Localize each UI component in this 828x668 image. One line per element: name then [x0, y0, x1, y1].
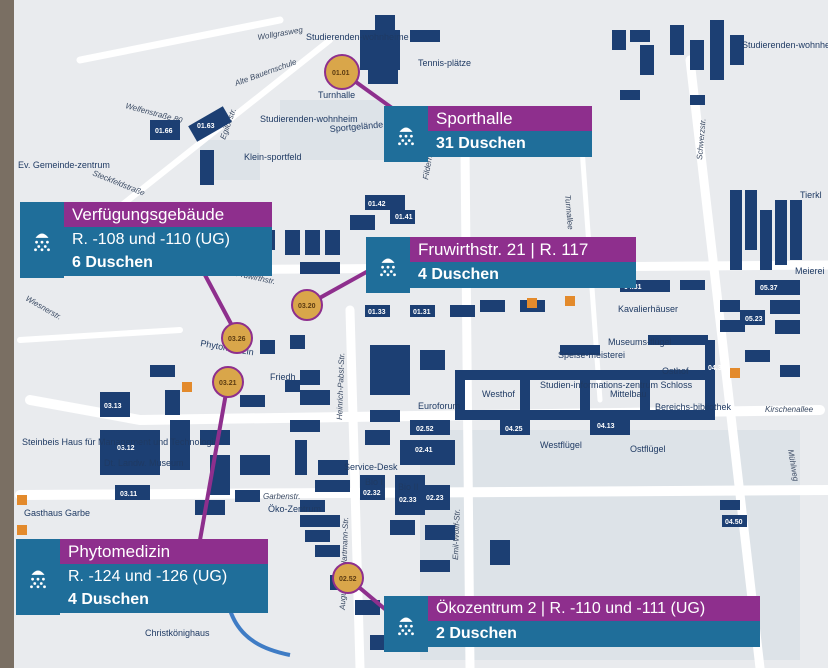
callout-fruwirth-count: 4 Duschen	[410, 262, 636, 288]
bld-04-24: 04.25	[505, 426, 523, 433]
bld-02-71: 02.52	[416, 426, 434, 433]
buildings	[100, 15, 802, 650]
label-tennisplaetze: Tennis-plätze	[418, 58, 471, 68]
bld-03-13: 03.13	[104, 403, 122, 410]
left-edge-strip	[0, 0, 14, 668]
pin-verfuegungsgebaeude[interactable]: 03.26	[221, 322, 253, 354]
callout-sporthalle-title: Sporthalle	[428, 106, 592, 131]
shower-icon	[20, 202, 64, 278]
callout-verfuegungsgebaeude-title: Verfügungsgebäude	[64, 202, 272, 227]
label-steinbeis: Steinbeis Haus für Management und Techno…	[22, 437, 218, 447]
label-euroforum: Euroforum	[418, 401, 460, 411]
shower-icon	[366, 237, 410, 293]
shower-icon	[384, 596, 428, 652]
label-meierei: Meierei	[795, 266, 825, 276]
label-kavalierhaeuser: Kavalierhäuser	[618, 304, 678, 314]
label-turnhalle: Turnhalle	[318, 90, 355, 100]
callout-phytomedizin[interactable]: Phytomedizin R. -124 und -126 (UG) 4 Dus…	[16, 539, 268, 615]
bld-01-41: 01.41	[395, 214, 413, 221]
street-kirschenallee: Kirschenallee	[765, 405, 814, 414]
label-oekozentrum-map: Öko-Zentrum	[268, 504, 321, 514]
label-studieninfo: Studien-informations-zentrum Schloss	[540, 380, 693, 390]
pin-fruwirth[interactable]: 03.20	[291, 289, 323, 321]
callout-phytomedizin-room: R. -124 und -126 (UG)	[60, 564, 268, 587]
label-museumsfluegel: Museums-flügel	[608, 337, 672, 347]
label-gasthaus: Gasthaus Garbe	[24, 508, 90, 518]
pin-phytomedizin[interactable]: 03.21	[212, 366, 244, 398]
bld-03-12: 03.12	[117, 445, 135, 452]
callout-oekozentrum-title: Ökozentrum 2 | R. -110 und -111 (UG)	[428, 596, 760, 621]
callout-fruwirth[interactable]: Fruwirthstr. 21 | R. 117 4 Duschen	[366, 237, 636, 293]
bld-02-31: 02.33	[399, 497, 417, 504]
bld-04-53: 04.50	[725, 519, 743, 526]
label-westfluegel: Westflügel	[540, 440, 582, 450]
bld-05-37: 05.37	[760, 285, 778, 292]
label-studierenden-right: Studierenden-wohnheime	[742, 40, 828, 50]
bld-03-11: 03.11	[120, 491, 137, 498]
shower-location-pins[interactable]: 01.01 03.26 03.20 03.21 02.52	[212, 54, 364, 594]
bld-02-33: 02.23	[426, 495, 444, 502]
svg-text:03.21: 03.21	[219, 380, 237, 387]
svg-text:01.01: 01.01	[332, 70, 350, 77]
water	[228, 609, 291, 657]
label-bio1: Bio I	[365, 477, 383, 487]
label-bio2: Bio II	[398, 482, 419, 492]
label-gemeindezentrum: Ev. Gemeinde-zentrum	[18, 160, 110, 170]
callout-verfuegungsgebaeude[interactable]: Verfügungsgebäude R. -108 und -110 (UG) …	[20, 202, 272, 278]
label-tierklinik: Tierkl	[800, 190, 822, 200]
pin-oekozentrum[interactable]: 02.52	[332, 562, 364, 594]
bld-01-66: 01.66	[155, 128, 173, 135]
label-osthof: Osthof	[662, 366, 689, 376]
transit-markers	[17, 296, 740, 535]
label-christkoenig: Christkönighaus	[145, 628, 210, 638]
callout-verfuegungsgebaeude-room: R. -108 und -110 (UG)	[64, 227, 272, 250]
label-landw-museum: Dt. Landw. Museum	[104, 458, 184, 468]
street-turmallee: Turmallee	[563, 194, 575, 230]
label-sportgelaende: Sportgelände	[329, 119, 383, 134]
bld-01-33: 01.31	[413, 309, 431, 316]
label-ostfluegel: Ostflügel	[630, 444, 666, 454]
label-bereichsbibliothek: Bereichs-bibliothek	[655, 402, 732, 412]
bld-02-78: 02.41	[415, 447, 433, 454]
pin-sporthalle[interactable]: 01.01	[324, 54, 360, 90]
bld-01-35: 01.33	[368, 309, 386, 316]
callout-sporthalle-count: 31 Duschen	[428, 131, 592, 157]
label-studierenden-top: Studierenden-wohnheime	[306, 32, 409, 42]
label-friedhof: Friedh	[270, 372, 296, 382]
svg-text:02.52: 02.52	[339, 576, 357, 583]
bld-01-63: 01.63	[197, 123, 215, 130]
label-speisemeisterei: Speise-meisterei	[558, 350, 625, 360]
label-kleinsportfeld: Klein-sportfeld	[244, 152, 302, 162]
street-emil-wolff: Emil-Wolff-Str.	[451, 509, 462, 561]
shower-icon	[16, 539, 60, 615]
callout-oekozentrum-count: 2 Duschen	[428, 621, 760, 647]
bld-01-43: 01.42	[368, 201, 386, 208]
bld-02-21: 02.32	[363, 490, 381, 497]
street-heinrich-pabst: Heinrich-Pabst-Str.	[335, 353, 346, 421]
svg-text:03.20: 03.20	[298, 303, 316, 310]
callout-oekozentrum[interactable]: Ökozentrum 2 | R. -110 und -111 (UG) 2 D…	[384, 596, 760, 652]
callout-phytomedizin-title: Phytomedizin	[60, 539, 268, 564]
svg-text:03.26: 03.26	[228, 336, 246, 343]
label-service-desk: Service-Desk	[344, 462, 398, 472]
street-schwerzstr: Schwerzstr.	[695, 118, 708, 160]
street-garbenstr: Garbenstr.	[263, 492, 301, 501]
bld-05-23: 05.23	[745, 316, 763, 323]
callout-sporthalle[interactable]: Sporthalle 31 Duschen	[384, 106, 592, 162]
callout-fruwirth-title: Fruwirthstr. 21 | R. 117	[410, 237, 636, 262]
building-numbers: 01.63 01.66 01.42 01.41 01.33 01.31 04.3…	[104, 123, 778, 526]
bld-04-33: 04.36	[708, 365, 726, 372]
label-mittelbau: Mittelbau	[610, 389, 647, 399]
bld-04-11: 04.13	[597, 423, 615, 430]
shower-icon	[384, 106, 428, 162]
label-westhof: Westhof	[482, 389, 515, 399]
callout-phytomedizin-count: 4 Duschen	[60, 587, 268, 613]
label-studierenden-mid: Studierenden-wohnheim	[260, 114, 358, 124]
callout-verfuegungsgebaeude-count: 6 Duschen	[64, 250, 272, 276]
